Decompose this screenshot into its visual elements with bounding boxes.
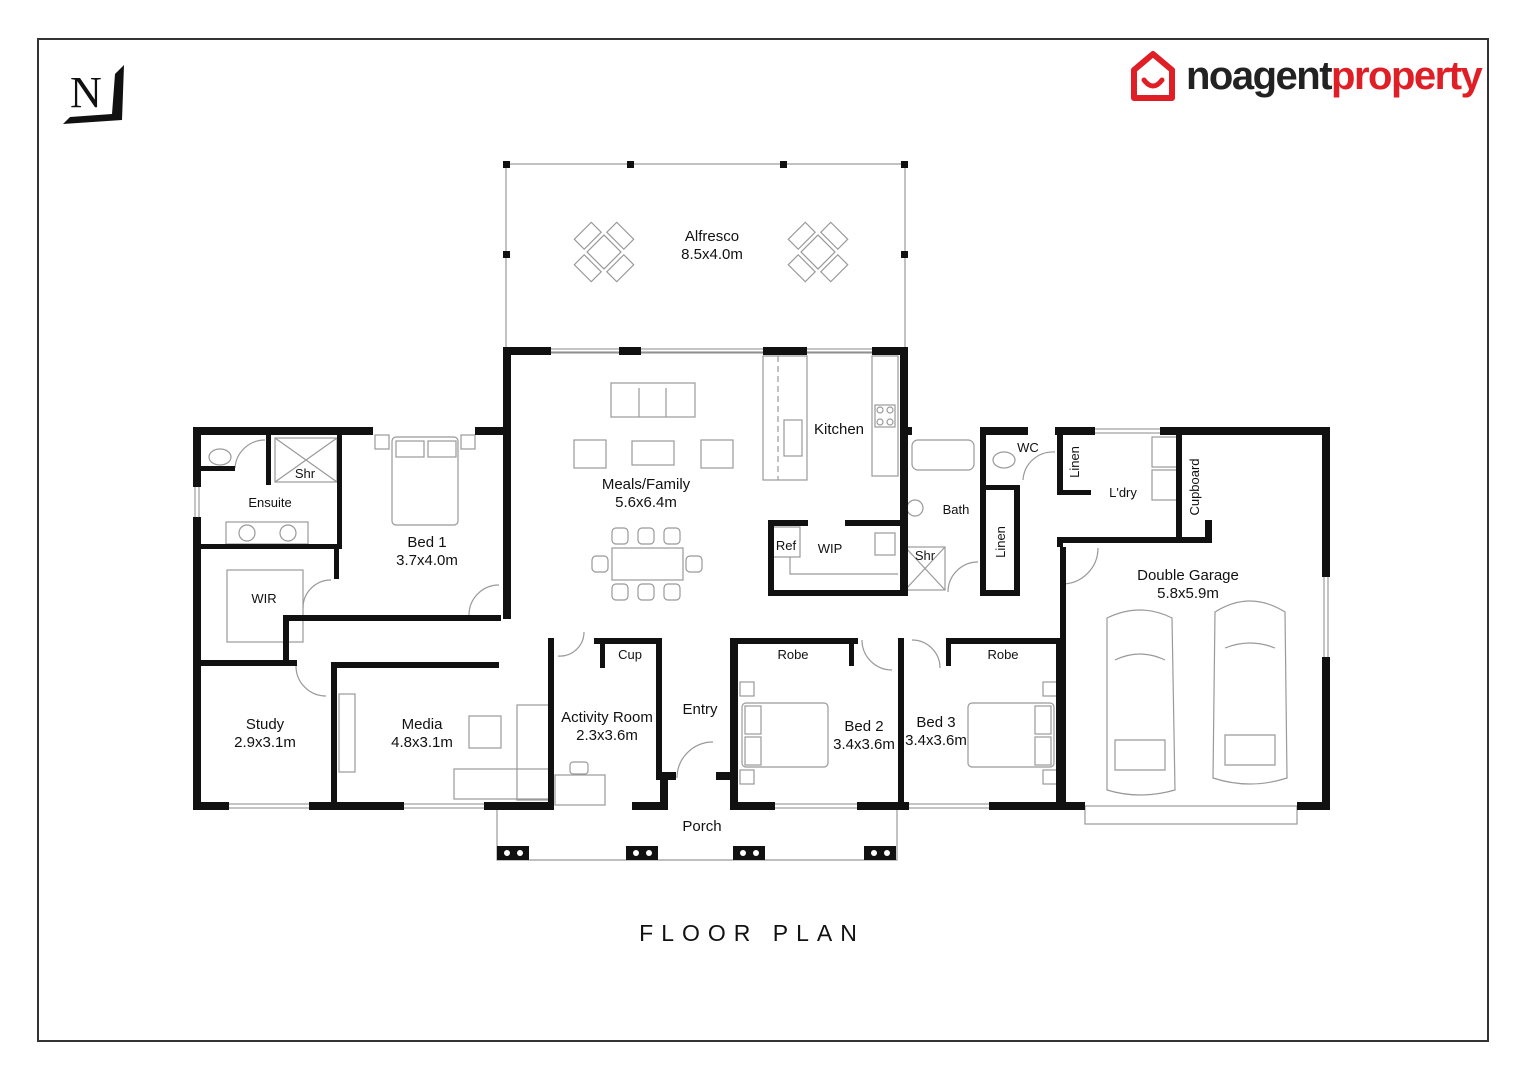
ensuite-shower: Shr: [294, 466, 316, 481]
room-laundry: L'dry: [1109, 485, 1137, 500]
bed3-robe: Robe: [987, 647, 1019, 662]
linen-cupboard-hall: Linen: [993, 526, 1008, 558]
room-wc: WC: [1017, 440, 1039, 455]
plan-frame: [37, 38, 1489, 1042]
room-porch: Porch: [682, 818, 722, 835]
page-title: FLOOR PLAN: [639, 920, 865, 946]
brand-word-dark: noagent: [1186, 53, 1333, 98]
brand-logo: noagentproperty: [1130, 48, 1483, 104]
room-wir: WIR: [251, 591, 277, 606]
svg-text:N: N: [70, 68, 102, 117]
bath-shower: Shr: [914, 548, 936, 563]
nj-monogram-logo: N: [63, 65, 124, 124]
room-wip: WIP: [817, 541, 843, 556]
bed2-robe: Robe: [777, 647, 809, 662]
laundry-cupboard: Cupboard: [1187, 458, 1202, 516]
linen-cupboard-laundry: Linen: [1067, 446, 1082, 478]
room-bath: Bath: [942, 502, 970, 517]
room-cup: Cup: [618, 647, 642, 662]
house-smile-icon: [1131, 51, 1175, 101]
room-ensuite: Ensuite: [248, 495, 292, 510]
appliance-ref: Ref: [775, 538, 797, 553]
room-kitchen: Kitchen: [813, 421, 865, 438]
brand-word-red: property: [1331, 53, 1483, 98]
room-entry: Entry: [682, 701, 718, 718]
